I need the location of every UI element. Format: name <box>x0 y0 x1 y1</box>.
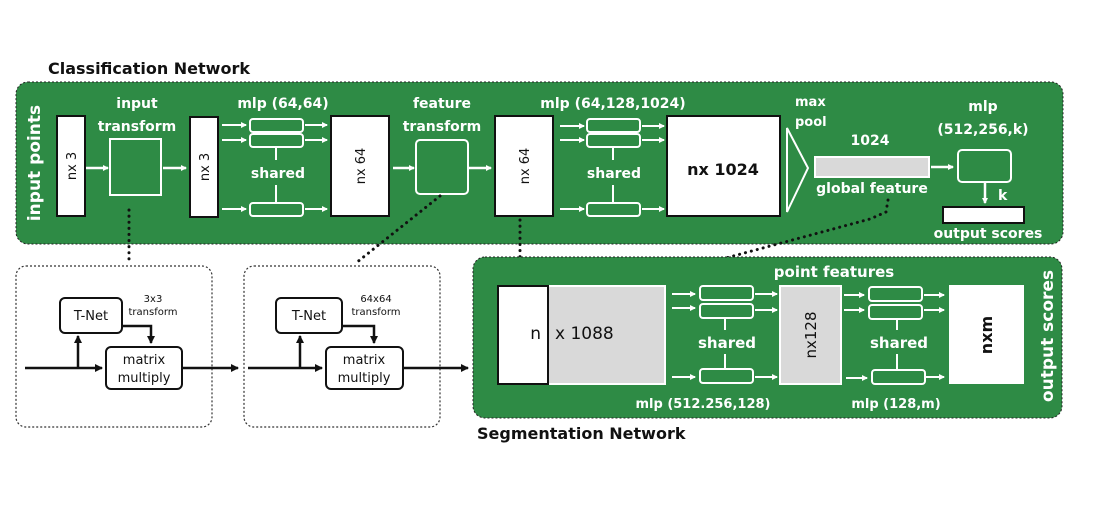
mlp1-shared-group <box>222 118 328 217</box>
classification-network-title: Classification Network <box>48 59 250 78</box>
seg-mlp2-label: mlp (128,m) <box>851 397 940 412</box>
mlp1-label: mlp (64,64) <box>237 96 328 112</box>
matrix-multiply-label-2: multiply <box>118 371 171 386</box>
max-pool-label-2: pool <box>795 115 827 130</box>
output-scores-block <box>942 206 1025 224</box>
tnet-detail-2: T-Net 64x64 transform matrix multiply <box>243 265 469 428</box>
output-scores-label: output scores <box>934 226 1043 242</box>
seg-mlp1-shared-group <box>672 285 778 384</box>
global-feature-block <box>814 156 930 178</box>
tnet-detail-1: T-Net 3x3 transform matrix multiply <box>15 265 239 428</box>
feature-transform-box <box>415 139 469 195</box>
transformed-points-label: nx 3 <box>198 153 213 181</box>
transformed-points-block <box>189 116 219 218</box>
input-transform-label-2: transform <box>98 119 177 135</box>
global-feature-size: 1024 <box>851 133 890 149</box>
tnet-transform-label-2: transform <box>351 307 400 318</box>
matrix-multiply-label-1: matrix <box>343 353 386 368</box>
input-points-block <box>56 115 86 217</box>
matrix-multiply-label-2: multiply <box>338 371 391 386</box>
tnet-label: T-Net <box>291 309 326 324</box>
point-features-block-label: nx128 <box>802 311 820 358</box>
seg-mlp2-shared-label: shared <box>870 334 928 352</box>
point-feature-1024-label: nx 1024 <box>687 160 759 179</box>
feature-transform-label-2: transform <box>403 119 482 135</box>
input-points-label: input points <box>25 105 45 221</box>
concat-dim-label: x 1088 <box>555 324 614 344</box>
transformed-feature-label: nx 64 <box>518 148 533 185</box>
seg-mlp1-shared-label: shared <box>698 334 756 352</box>
tnet-box <box>59 297 123 334</box>
matrix-multiply-label-1: matrix <box>123 353 166 368</box>
concat-global-block <box>547 285 666 385</box>
k-label: k <box>998 188 1008 204</box>
segmentation-network-title: Segmentation Network <box>477 424 686 443</box>
local-feature-block <box>330 115 390 217</box>
tnet-transform-label-2: transform <box>128 307 177 318</box>
global-feature-label: global feature <box>816 181 928 197</box>
mlp2-shared-group <box>560 118 665 217</box>
seg-mlp2-shared-group <box>844 286 945 385</box>
mlp3-box <box>957 149 1012 183</box>
tnet-label: T-Net <box>73 309 108 324</box>
point-features-block <box>779 285 842 385</box>
mlp3-label-2: (512,256,k) <box>937 122 1028 138</box>
tnet-transform-label-1: 3x3 <box>144 294 163 305</box>
max-pool-symbol <box>786 127 810 213</box>
point-features-label: point features <box>774 263 894 281</box>
seg-mlp1-label: mlp (512.256,128) <box>635 397 770 412</box>
local-feature-label: nx 64 <box>354 148 369 185</box>
segmentation-output-block <box>949 285 1024 384</box>
transformed-feature-block <box>494 115 554 217</box>
input-transform-box <box>109 138 162 196</box>
concat-local-block <box>497 285 549 385</box>
concat-n-label: n <box>530 324 541 344</box>
point-feature-1024-block <box>666 115 781 217</box>
input-transform-label-1: input <box>116 96 158 112</box>
mlp3-label-1: mlp <box>968 99 997 115</box>
input-block-label: nx 3 <box>65 152 80 180</box>
mlp2-label: mlp (64,128,1024) <box>540 96 685 112</box>
mlp2-shared-label: shared <box>587 166 641 182</box>
feature-transform-label-1: feature <box>413 96 471 112</box>
max-pool-label-1: max <box>795 95 826 110</box>
output-scores-side-label: output scores <box>1038 270 1058 402</box>
tnet-transform-label-1: 64x64 <box>360 294 391 305</box>
segmentation-output-label: nxm <box>977 316 996 354</box>
tnet-box <box>275 297 343 334</box>
mlp1-shared-label: shared <box>251 166 305 182</box>
